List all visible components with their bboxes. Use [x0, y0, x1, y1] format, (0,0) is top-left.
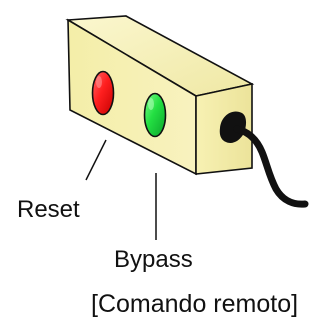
- bypass-label: Bypass: [114, 246, 193, 273]
- red-button-icon: [91, 70, 115, 116]
- remote-control-caption: [Comando remoto]: [91, 290, 299, 318]
- reset-label: Reset: [17, 196, 80, 223]
- reset-button: [91, 70, 115, 116]
- cable-icon: [219, 111, 309, 208]
- red-button-highlight: [96, 76, 102, 88]
- bypass-button: [143, 92, 167, 138]
- green-button-highlight: [148, 98, 154, 110]
- cable-wire: [233, 125, 309, 208]
- green-button-icon: [143, 92, 167, 138]
- cable-plug: [219, 111, 247, 143]
- reset-pointer-line: [85, 139, 107, 181]
